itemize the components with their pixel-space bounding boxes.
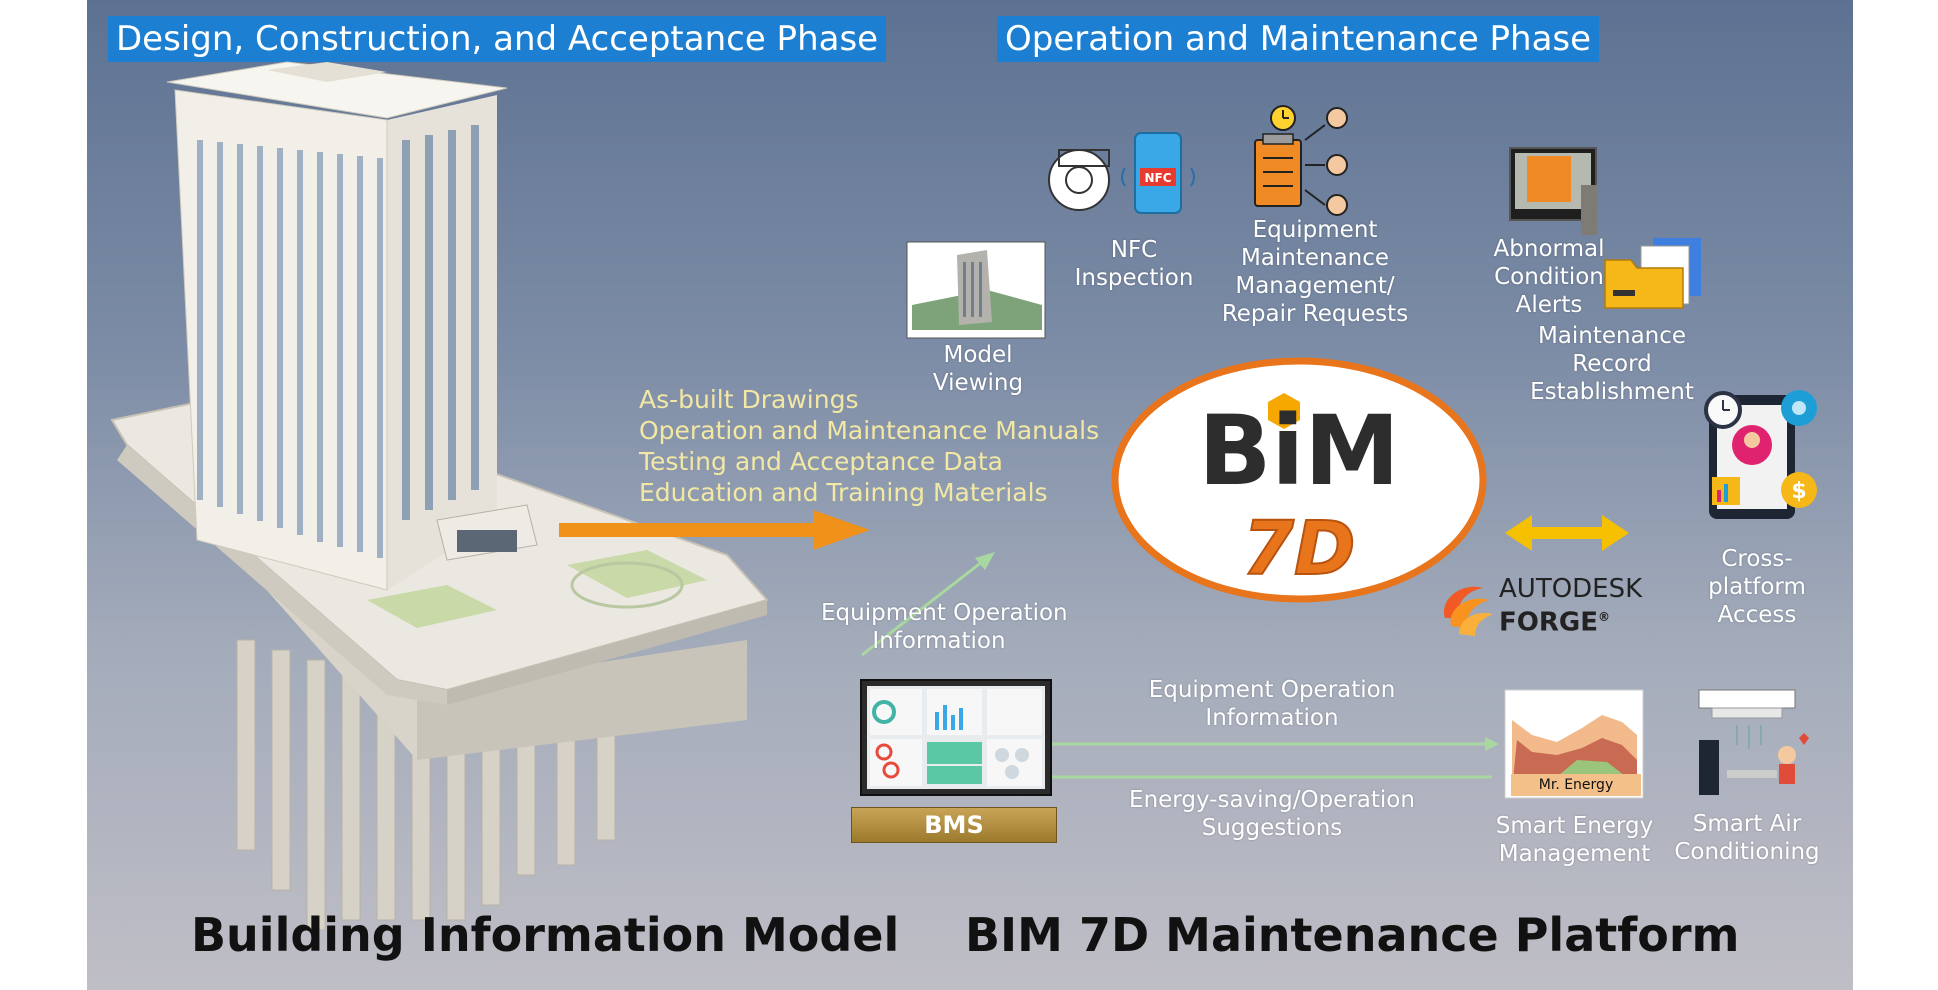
autodesk-forge-label: AUTODESK FORGE®: [1499, 575, 1642, 637]
model-viewing-thumbnail: [906, 241, 1046, 339]
svg-text:$: $: [1791, 479, 1806, 504]
deliverable-item: Operation and Maintenance Manuals: [639, 416, 1100, 445]
building-model-illustration: [110, 61, 769, 931]
deliverables-list: As-built Drawings Operation and Maintena…: [639, 384, 1099, 508]
diagram-canvas: Design, Construction, and Acceptance Pha…: [87, 0, 1853, 990]
forge-icon: [1444, 586, 1493, 636]
mr-energy-tag: Mr. Energy: [1511, 774, 1641, 796]
bms-dashboard: [860, 679, 1052, 796]
cross-platform-phone-icon: $: [1704, 390, 1817, 519]
nfc-tag-text: NFC: [1144, 171, 1171, 185]
logo-bim-text: BiM: [1198, 395, 1400, 507]
bms-to-platform-arrow: [861, 552, 995, 657]
cross-platform-double-arrow: [1505, 515, 1629, 551]
deliverable-item: Testing and Acceptance Data: [639, 447, 1003, 476]
smart-air-conditioning-icon: [1698, 689, 1809, 795]
nfc-icon: NFC: [1048, 132, 1195, 214]
deliverable-item: Education and Training Materials: [639, 478, 1048, 507]
alert-monitor-icon: [1509, 147, 1597, 235]
bms-badge: BMS: [851, 807, 1057, 843]
phase-design-header: Design, Construction, and Acceptance Pha…: [108, 16, 887, 62]
forge-line1: AUTODESK: [1499, 574, 1643, 604]
equipment-maintenance-icon: [1254, 105, 1348, 216]
forge-mark: ®: [1598, 610, 1610, 624]
folder-records-icon: [1604, 238, 1701, 309]
logo-7d-text: 7D: [1243, 506, 1356, 592]
bim-7d-logo: BiM 7D: [1111, 357, 1487, 603]
forge-line2: FORGE: [1499, 607, 1598, 638]
phase-operation-header: Operation and Maintenance Phase: [997, 16, 1600, 62]
deliverables-arrow: [559, 510, 870, 550]
deliverable-item: As-built Drawings: [639, 385, 859, 414]
bim-title-right: BIM 7D Maintenance Platform: [965, 908, 1740, 962]
bim-title-left: Building Information Model: [191, 908, 900, 962]
